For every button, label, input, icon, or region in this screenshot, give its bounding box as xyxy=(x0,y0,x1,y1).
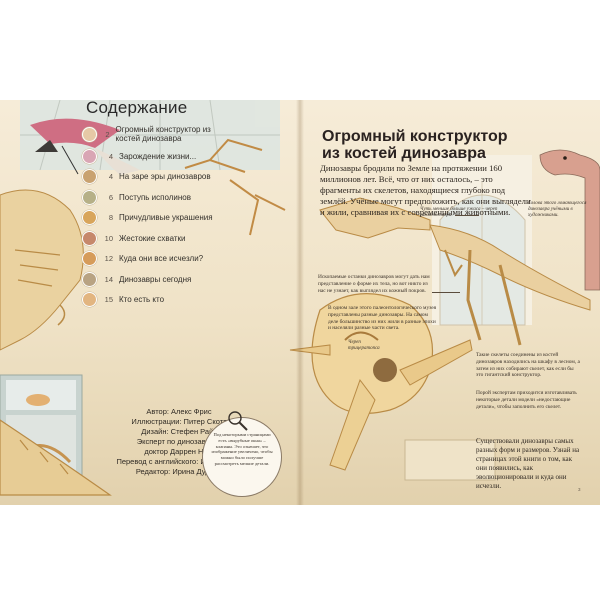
triceratops-skull xyxy=(289,293,473,471)
assembled-note: Такие скелеты соединены из костей диноза… xyxy=(476,352,580,379)
toc-thumbnail xyxy=(82,292,97,308)
toc-thumbnail xyxy=(82,189,97,205)
toc-thumbnail xyxy=(82,126,97,142)
toc-page-number: 4 xyxy=(108,151,113,161)
toc-item[interactable]: 14 Динозавры сегодня xyxy=(82,269,232,290)
toc-label: Кто есть кто xyxy=(119,295,165,305)
giraffatitan-caption: Голова этого ломающегося динозавра учёны… xyxy=(528,201,587,219)
toc-label: Поступь исполинов xyxy=(119,192,192,202)
credit-expert-label: Эксперт по динозаврам: xyxy=(136,437,222,446)
missing-parts-note: Порой экспертам приходится изготавливать… xyxy=(476,390,577,410)
pterosaur-skeleton xyxy=(184,138,286,236)
toc-page-number: 4 xyxy=(108,172,113,182)
heading-line-1: Огромный конструктор xyxy=(322,128,508,145)
toc-thumbnail xyxy=(82,230,97,246)
display-pedestal xyxy=(404,439,496,481)
credit-translator: Перевод с английского: Иван Цапко xyxy=(116,457,242,466)
toc-label: Динозавры сегодня xyxy=(119,274,192,284)
toc-page-number: 14 xyxy=(104,274,113,284)
book-credits: Автор: Алекс Фрис Иллюстрации: Питер Ско… xyxy=(94,407,264,477)
museum-illustration xyxy=(0,100,600,496)
toc-page-number: 10 xyxy=(104,233,113,243)
caption-leader-line xyxy=(455,215,479,216)
toc-item[interactable]: 10 Жестокие схватки xyxy=(82,228,232,249)
toc-item[interactable]: 12 Куда они все исчезли? xyxy=(82,249,232,270)
toc-item[interactable]: 2 Огромный конструктор из костей динозав… xyxy=(82,122,232,146)
skull-caption: Чуть меньше больше ужаса – череп гиганот… xyxy=(420,207,498,219)
variety-paragraph: Существовали динозавры самых разных форм… xyxy=(476,437,580,490)
toc-item[interactable]: 6 Поступь исполинов xyxy=(82,187,232,208)
magnifier-callout: Под некоторыми страницами есть «вырубные… xyxy=(202,417,282,497)
giraffatitan-head xyxy=(539,149,600,291)
credit-expert-name: доктор Даррен Неш xyxy=(144,447,214,456)
toc-title: Содержание xyxy=(86,98,188,117)
toc-label: Куда они все исчезли? xyxy=(119,254,204,264)
toc-item[interactable]: 4 Зарождение жизни... xyxy=(82,146,232,167)
toc-label: Огромный конструктор из костей динозавра xyxy=(115,125,211,143)
toc-item[interactable]: 8 Причудливые украшения xyxy=(82,208,232,229)
caption-leader-line xyxy=(432,292,460,293)
museum-note: В одном зале этого палеонтологического м… xyxy=(328,305,437,332)
toc-label: Жестокие схватки xyxy=(119,233,186,243)
book-gutter xyxy=(296,100,304,505)
toc-thumbnail xyxy=(82,148,97,164)
magnifying-glass-icon xyxy=(228,411,248,431)
toc-item[interactable]: 4 На заре эры динозавров xyxy=(82,167,232,188)
heading-line-2: из костей динозавра xyxy=(322,145,486,162)
fossils-note: Ископаемые останки динозавров могут дать… xyxy=(318,274,430,294)
t-rex-skeleton xyxy=(0,189,84,351)
toc-thumbnail xyxy=(82,251,97,267)
magnifier-note: Под некоторыми страницами есть «вырубные… xyxy=(211,432,273,466)
credit-illustrator: Иллюстрации: Питер Скотт xyxy=(131,417,227,426)
toc-thumbnail xyxy=(82,210,97,226)
intro-paragraph: Динозавры бродили по Земле на протяжении… xyxy=(320,163,531,217)
toc-label: Зарождение жизни... xyxy=(119,151,197,161)
toc-item[interactable]: 15 Кто есть кто xyxy=(82,290,232,311)
toc-page-number: 15 xyxy=(104,295,113,305)
page-number: 3 xyxy=(578,487,581,492)
book-spread xyxy=(0,100,600,505)
credit-author: Автор: Алекс Фрис xyxy=(146,407,212,416)
toc-page-number: 12 xyxy=(104,254,113,264)
toc-page-number: 8 xyxy=(108,213,113,223)
toc-page-number: 2 xyxy=(105,129,110,139)
triceratops-caption: Череп трицератопса xyxy=(348,340,380,352)
toc-label: На заре эры динозавров xyxy=(119,172,211,182)
credit-designer: Дизайн: Стефен Райт xyxy=(141,427,217,436)
pterosaur-illustration xyxy=(30,118,140,175)
toc-label: Причудливые украшения xyxy=(119,213,213,223)
toc-thumbnail xyxy=(82,169,97,185)
credit-editor: Редактор: Ирина Дудина xyxy=(135,467,223,476)
giganotosaurus-skeleton xyxy=(319,197,591,346)
page-heading: Огромный конструктор из костей динозавра xyxy=(322,128,508,162)
toc-thumbnail xyxy=(82,271,97,287)
toc-page-number: 6 xyxy=(108,192,113,202)
skeleton-tail-bones xyxy=(0,419,112,496)
table-of-contents: 2 Огромный конструктор из костей динозав… xyxy=(82,122,232,310)
